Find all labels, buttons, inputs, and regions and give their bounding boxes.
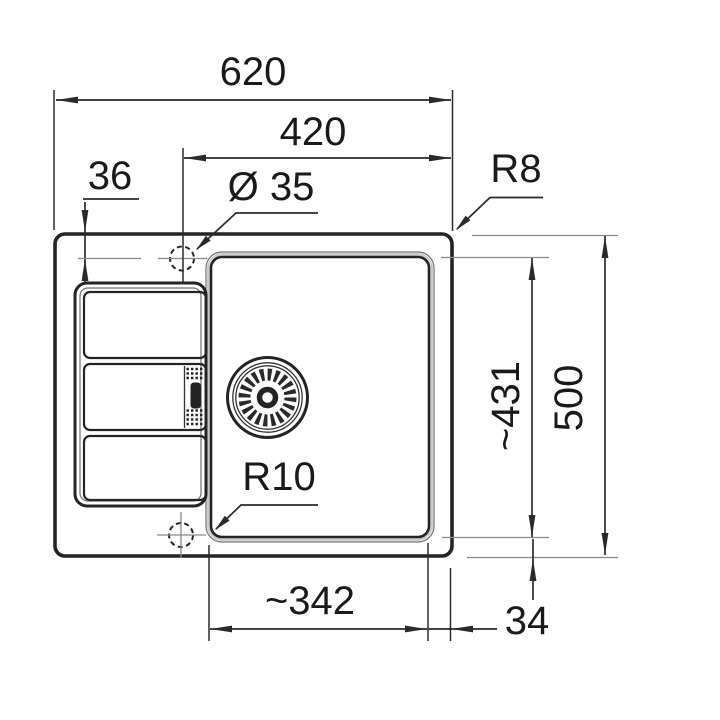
faucet-to-right-edge-label: 420	[279, 110, 347, 154]
strainer-spokes	[238, 368, 297, 427]
dimension-faucet-to-right-edge	[182, 148, 451, 284]
dimension-bowl-width	[208, 543, 429, 641]
overflow-slot	[190, 382, 201, 409]
drainer-ridge-1	[82, 290, 208, 360]
bowl-width-label: ~342	[264, 579, 356, 623]
bowl-depth-label: ~431	[484, 360, 528, 452]
faucet-offset-top-label: 36	[87, 154, 133, 198]
leader-faucet-hole-diameter	[196, 212, 318, 250]
drainer-ridge-2	[82, 362, 208, 432]
sink-outline	[53, 232, 454, 558]
faucet-hole-diameter-label: Ø 35	[227, 165, 315, 209]
bowl-edge-margin-label: 34	[504, 599, 550, 643]
bottom-hole	[157, 512, 206, 558]
dimension-overall-depth	[467, 234, 618, 559]
dimension-bowl-edge-margin	[428, 539, 537, 641]
bowl-rim	[205, 251, 435, 543]
drain-strainer	[226, 356, 309, 439]
drainer-board	[73, 281, 208, 508]
overall-width-label: 620	[219, 50, 287, 94]
drainer-ridge-3	[82, 434, 208, 502]
overall-depth-label: 500	[547, 364, 591, 432]
strainer-hub	[256, 386, 279, 409]
leader-outer-corner-radius	[456, 196, 543, 230]
outer-corner-radius-label: R8	[490, 147, 542, 191]
leader-bowl-corner-radius	[215, 504, 318, 530]
overflow-pattern	[183, 366, 205, 428]
dimension-bowl-depth	[441, 256, 549, 539]
bowl-corner-radius-label: R10	[242, 455, 316, 499]
dimension-faucet-offset-top	[78, 198, 141, 284]
dimension-overall-width	[53, 90, 454, 231]
